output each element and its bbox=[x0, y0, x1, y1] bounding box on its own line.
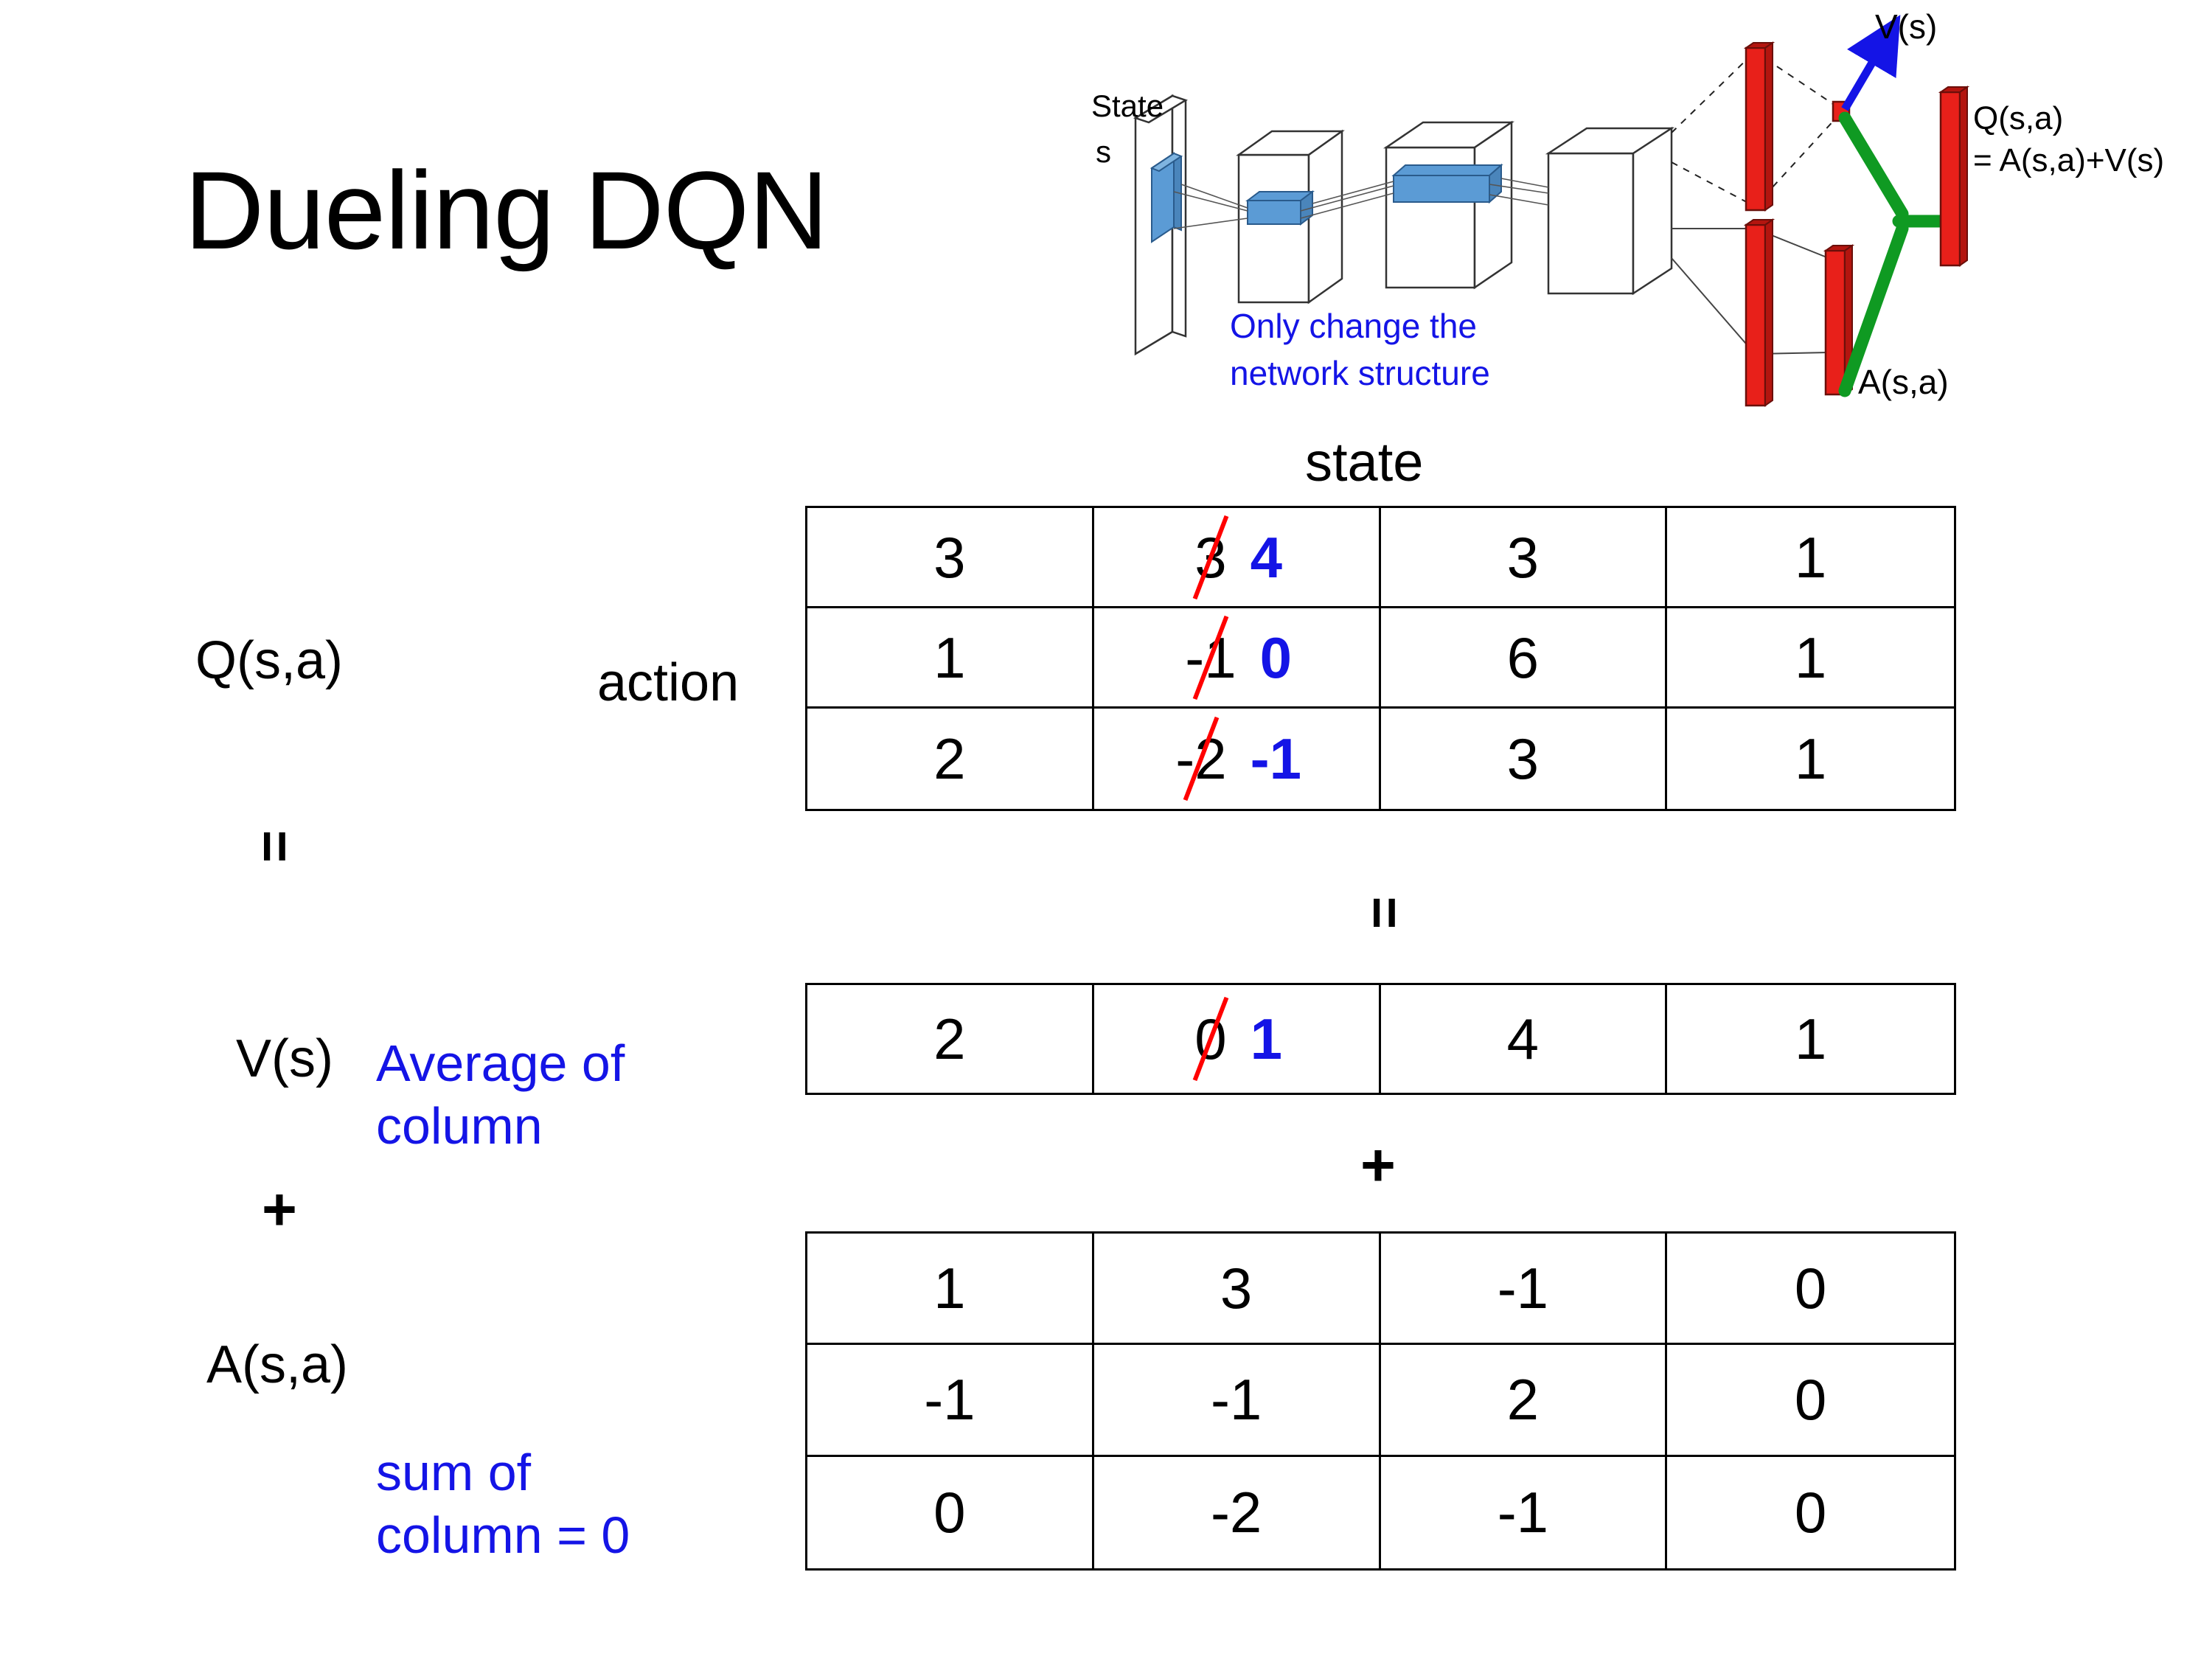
table-cell: 1 bbox=[807, 608, 1094, 709]
old-value: 0 bbox=[1190, 996, 1231, 1082]
cell-value: 1 bbox=[1794, 524, 1827, 590]
cell-value: 0 bbox=[1794, 1480, 1827, 1545]
cell-value: 3 bbox=[1506, 524, 1540, 590]
table-cell: 1 bbox=[1667, 985, 1954, 1093]
strikethrough-mark bbox=[1192, 996, 1229, 1082]
dueling-network-diagram: State s V(s) A(s,a) Q(s,a) = A(s,a)+V(s)… bbox=[1091, 7, 2212, 420]
equals-sign-middle: = bbox=[1353, 885, 1416, 941]
table-cell: 2 bbox=[1380, 1345, 1668, 1457]
table-cell: 1 bbox=[807, 1234, 1094, 1346]
cell-value: 4 bbox=[1506, 1006, 1540, 1071]
table-cell: -1 bbox=[1381, 1456, 1668, 1568]
table-cell: 4 bbox=[1381, 985, 1668, 1093]
table-cell: 3 bbox=[807, 508, 1094, 608]
cell-value: 2 bbox=[933, 1006, 966, 1071]
value-note: Average of column bbox=[376, 1034, 625, 1155]
strikethrough-mark bbox=[1192, 515, 1229, 599]
cell-value: 2 bbox=[1506, 1367, 1540, 1433]
plus-sign-middle: + bbox=[1360, 1135, 1396, 1196]
table-cell: -1 0 bbox=[1093, 608, 1381, 709]
table-cell: 3 bbox=[1381, 709, 1668, 809]
edited-cell: -2 -1 bbox=[1171, 716, 1301, 801]
cell-value: 3 bbox=[1506, 726, 1540, 791]
table-cell: -2 bbox=[1094, 1456, 1381, 1568]
table-cell: -1 bbox=[1380, 1234, 1668, 1346]
advantage-function-label: A(s,a) bbox=[206, 1335, 349, 1394]
equals-glyph-left: = bbox=[243, 830, 307, 863]
cell-value: 2 bbox=[933, 726, 966, 791]
cell-value: 1 bbox=[1794, 726, 1827, 791]
advantage-note: sum of column = 0 bbox=[376, 1444, 630, 1565]
cell-value: 6 bbox=[1506, 625, 1540, 690]
cell-value: 0 bbox=[1794, 1367, 1827, 1433]
figure-state-label-line2: s bbox=[1096, 134, 1111, 169]
a-value-table: 1 3 -1 0 -1 -1 2 0 0 -2 -1 0 bbox=[805, 1231, 1956, 1571]
cell-value: 3 bbox=[933, 524, 966, 590]
strikethrough-mark bbox=[1192, 615, 1229, 700]
old-value: 3 bbox=[1190, 515, 1231, 599]
new-value: 1 bbox=[1250, 1006, 1283, 1071]
cell-value: 1 bbox=[1794, 625, 1827, 690]
table-cell: 0 bbox=[1667, 1234, 1954, 1346]
table-cell: 1 bbox=[1667, 608, 1954, 709]
table-cell: 0 bbox=[1667, 1457, 1954, 1568]
cell-value: 1 bbox=[933, 1256, 966, 1321]
action-axis-label: action bbox=[597, 653, 740, 712]
figure-advantage-label: A(s,a) bbox=[1858, 363, 1949, 401]
equals-glyph-middle: = bbox=[1353, 896, 1416, 930]
value-function-label: V(s) bbox=[236, 1029, 333, 1088]
new-value: 4 bbox=[1250, 524, 1283, 590]
q-function-label: Q(s,a) bbox=[195, 631, 344, 690]
cell-value: -1 bbox=[1210, 1367, 1262, 1433]
page-title: Dueling DQN bbox=[184, 148, 829, 272]
cell-value: -1 bbox=[1497, 1256, 1549, 1321]
table-cell: -1 bbox=[807, 1345, 1094, 1457]
cell-value: 0 bbox=[1794, 1256, 1827, 1321]
figure-output-label-line2: = A(s,a)+V(s) bbox=[1973, 142, 2164, 178]
old-value: -1 bbox=[1180, 615, 1240, 700]
plus-sign-left: + bbox=[262, 1180, 297, 1240]
figure-note-line2: network structure bbox=[1230, 354, 1490, 392]
strikethrough-mark bbox=[1183, 716, 1220, 801]
figure-output-label-line1: Q(s,a) bbox=[1973, 100, 2063, 136]
cell-value: 3 bbox=[1220, 1256, 1253, 1321]
table-cell: 2 bbox=[807, 985, 1094, 1093]
old-value: -2 bbox=[1171, 716, 1231, 801]
edited-cell: -1 0 bbox=[1180, 615, 1292, 700]
new-value: 0 bbox=[1259, 625, 1292, 690]
new-value: -1 bbox=[1250, 726, 1301, 791]
plus-glyph-left: + bbox=[262, 1176, 297, 1243]
cell-value: -2 bbox=[1210, 1480, 1262, 1545]
figure-value-label: V(s) bbox=[1875, 7, 1937, 46]
cell-value: 1 bbox=[1794, 1006, 1827, 1071]
cell-value: -1 bbox=[1497, 1480, 1549, 1545]
figure-note-line1: Only change the bbox=[1230, 307, 1477, 345]
equals-sign-left: = bbox=[243, 818, 306, 874]
table-cell: 2 bbox=[807, 709, 1094, 809]
figure-state-label-line1: State bbox=[1091, 88, 1164, 123]
table-cell: 6 bbox=[1380, 608, 1668, 709]
cell-value: 0 bbox=[933, 1480, 966, 1545]
table-cell: 1 bbox=[1667, 508, 1954, 608]
table-cell: -1 bbox=[1093, 1345, 1381, 1457]
plus-glyph-middle: + bbox=[1360, 1132, 1396, 1199]
table-cell: 0 bbox=[1667, 1345, 1954, 1457]
table-cell: 3 bbox=[1380, 508, 1668, 608]
state-axis-label: state bbox=[1305, 431, 1424, 493]
table-cell: -2 -1 bbox=[1094, 709, 1381, 809]
cell-value: -1 bbox=[924, 1367, 975, 1433]
table-cell: 3 bbox=[1093, 1234, 1381, 1346]
table-cell: 1 bbox=[1667, 709, 1954, 809]
table-cell: 0 bbox=[807, 1456, 1094, 1568]
cell-value: 1 bbox=[933, 625, 966, 690]
